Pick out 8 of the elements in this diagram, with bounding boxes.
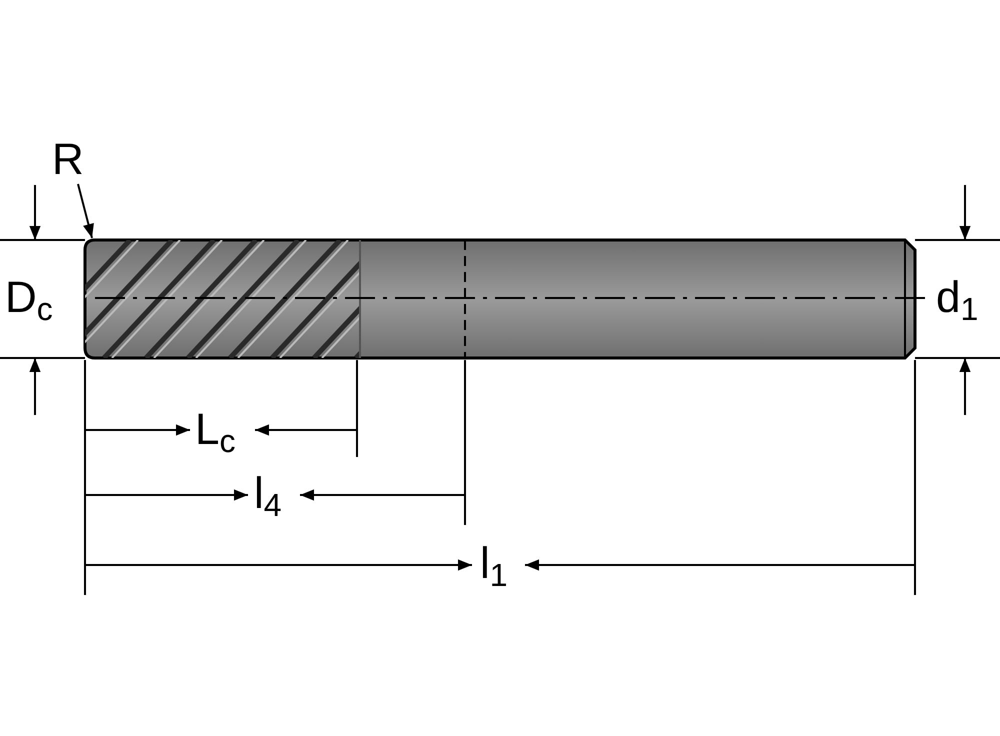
end-mill-drawing [84,238,916,360]
dimension-label: D$_{c}$ [5,276,53,320]
leader-line [77,184,94,238]
dimension-label: l$_{4}$ [254,472,282,516]
dimension-label: d$_{1}$ [936,276,978,320]
dimension-label: l$_{1}$ [480,542,508,586]
radius-label: R [52,138,84,182]
dimension-label: L$_{c}$ [195,408,236,452]
